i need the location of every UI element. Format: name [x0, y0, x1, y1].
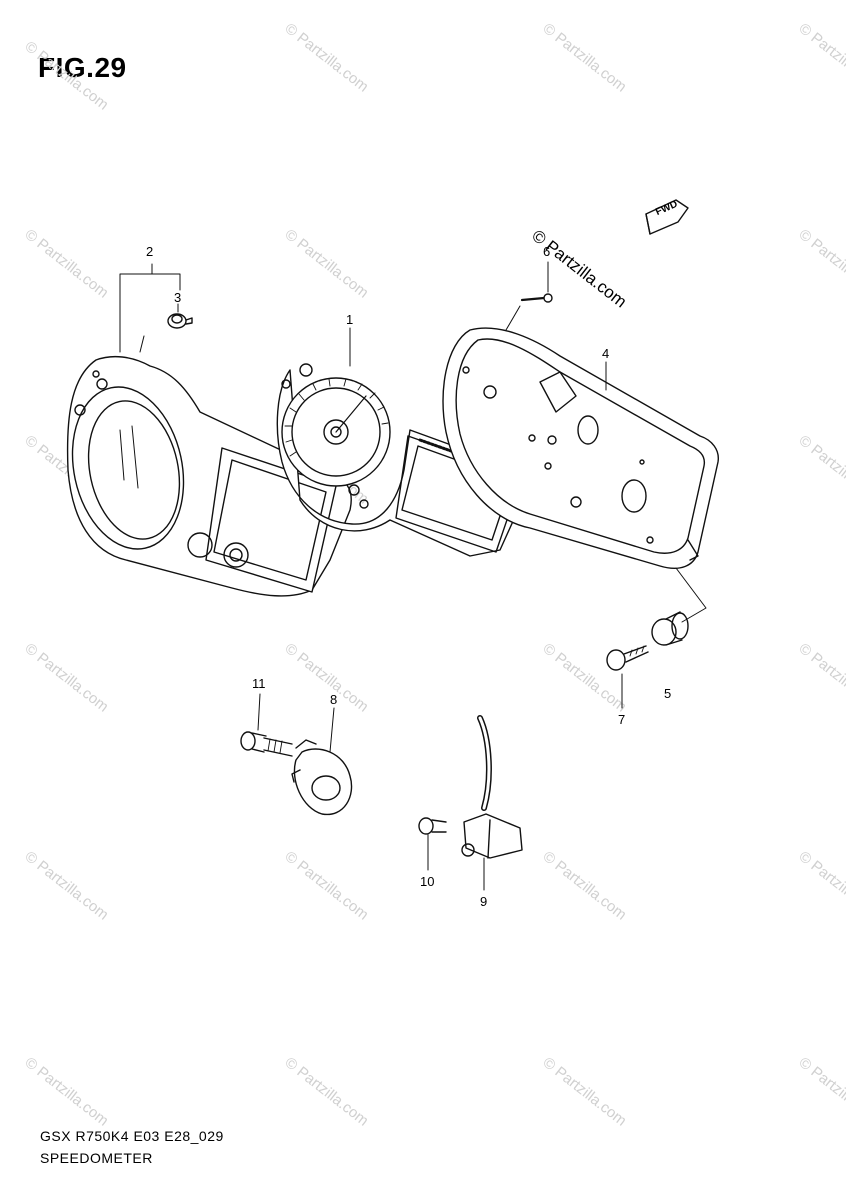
- model-code: GSX R750K4 E03 E28_029: [40, 1128, 224, 1144]
- callout-3: 3: [174, 290, 182, 305]
- part-9-speed-sensor: [461, 715, 523, 859]
- part-3-grommet: [167, 313, 193, 329]
- callout-5: 5: [664, 686, 672, 701]
- section-name: SPEEDOMETER: [40, 1150, 153, 1166]
- leader-lines: [119, 261, 707, 891]
- callout-10: 10: [420, 874, 435, 889]
- part-10-bolt: [418, 817, 447, 835]
- callout-9: 9: [480, 894, 488, 909]
- callout-7: 7: [618, 712, 626, 727]
- part-2-front-cover: [66, 355, 352, 597]
- figure-title: FIG.29: [38, 52, 127, 83]
- fwd-arrow-icon: [645, 199, 689, 235]
- part-5-cushion: [651, 611, 689, 646]
- callout-2: 2: [146, 244, 154, 259]
- part-8-socket: [291, 739, 353, 816]
- part-1-meter-assembly: [276, 363, 529, 557]
- callout-6: 6: [543, 244, 551, 259]
- part-7-bolt: [606, 645, 649, 671]
- part-11-bolt: [240, 731, 293, 757]
- callout-4: 4: [602, 346, 610, 361]
- part-4-rear-case: [442, 327, 719, 570]
- part-6-screw: [520, 293, 553, 303]
- callout-8: 8: [330, 692, 338, 707]
- callout-11: 11: [252, 676, 266, 691]
- callout-1: 1: [346, 312, 354, 327]
